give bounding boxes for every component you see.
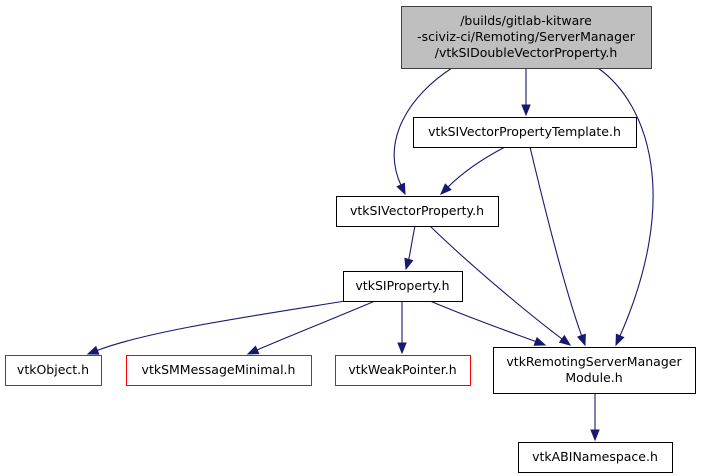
edge-line	[96, 296, 371, 352]
arrowhead-icon	[590, 429, 600, 442]
arrowhead-icon	[521, 104, 531, 117]
edges-layer	[86, 67, 654, 442]
node-weakptr[interactable]: vtkWeakPointer.h	[335, 355, 471, 386]
nodes-layer: /builds/gitlab-kitware-sciviz-ci/Remotin…	[5, 6, 696, 473]
edge-line	[597, 67, 654, 337]
arrowhead-icon	[615, 333, 625, 347]
node-label: vtkSMMessageMinimal.h	[142, 362, 296, 377]
node-box	[401, 6, 652, 69]
arrowhead-icon	[404, 257, 414, 271]
edge-siprop-to-module	[429, 300, 547, 346]
node-label: /vtkSIDoubleVectorProperty.h	[435, 45, 618, 60]
edge-root-to-template	[521, 68, 531, 117]
arrowhead-icon	[246, 345, 260, 355]
arrowhead-icon	[558, 334, 572, 346]
edge-template-to-vectorprop	[440, 146, 506, 195]
node-label: vtkSIVectorPropertyTemplate.h	[428, 124, 621, 139]
arrowhead-icon	[533, 336, 547, 346]
node-label: vtkABINamespace.h	[532, 449, 658, 464]
edge-siprop-to-weakptr	[397, 301, 407, 355]
node-box	[5, 355, 102, 386]
edge-line	[393, 67, 453, 187]
node-vectorprop[interactable]: vtkSIVectorProperty.h	[336, 196, 499, 227]
edge-template-to-module	[529, 146, 586, 347]
edge-line	[407, 225, 416, 261]
node-smmsg[interactable]: vtkSMMessageMinimal.h	[126, 355, 312, 386]
edge-line	[446, 146, 506, 189]
edge-line	[429, 225, 564, 341]
node-box	[493, 347, 696, 394]
arrowhead-icon	[86, 345, 100, 355]
edge-module-to-abins	[590, 393, 600, 442]
edge-root-to-vectorprop	[393, 67, 453, 196]
node-box	[343, 271, 463, 302]
arrowhead-icon	[440, 183, 452, 195]
edge-vectorprop-to-siprop	[404, 225, 416, 271]
edge-root-to-module	[597, 67, 654, 347]
node-box	[518, 442, 673, 473]
node-vtkobject[interactable]: vtkObject.h	[5, 355, 102, 386]
arrowhead-icon	[397, 342, 407, 355]
node-label: vtkSIProperty.h	[355, 278, 449, 293]
node-label: vtkRemotingServerManager	[506, 354, 682, 369]
node-label: vtkObject.h	[17, 362, 89, 377]
arrowhead-icon	[576, 333, 586, 347]
edge-siprop-to-smmsg	[246, 300, 376, 355]
node-label: vtkWeakPointer.h	[348, 362, 456, 377]
edge-line	[529, 146, 583, 337]
node-label: vtkSIVectorProperty.h	[350, 203, 484, 218]
node-label: -sciviz-ci/Remoting/ServerManager	[417, 29, 636, 44]
edge-siprop-to-vtkobject	[86, 296, 371, 355]
edge-line	[256, 300, 376, 351]
node-siprop[interactable]: vtkSIProperty.h	[343, 271, 463, 302]
node-label: Module.h	[565, 370, 622, 385]
node-template[interactable]: vtkSIVectorPropertyTemplate.h	[413, 117, 637, 148]
arrowhead-icon	[396, 182, 406, 196]
node-box	[126, 355, 312, 386]
edge-vectorprop-to-module	[429, 225, 572, 346]
edge-line	[429, 300, 537, 343]
node-root: /builds/gitlab-kitware-sciviz-ci/Remotin…	[401, 6, 652, 69]
node-abins[interactable]: vtkABINamespace.h	[518, 442, 673, 473]
node-label: /builds/gitlab-kitware	[460, 13, 592, 28]
node-box	[336, 196, 499, 227]
node-box	[335, 355, 471, 386]
node-box	[413, 117, 637, 148]
